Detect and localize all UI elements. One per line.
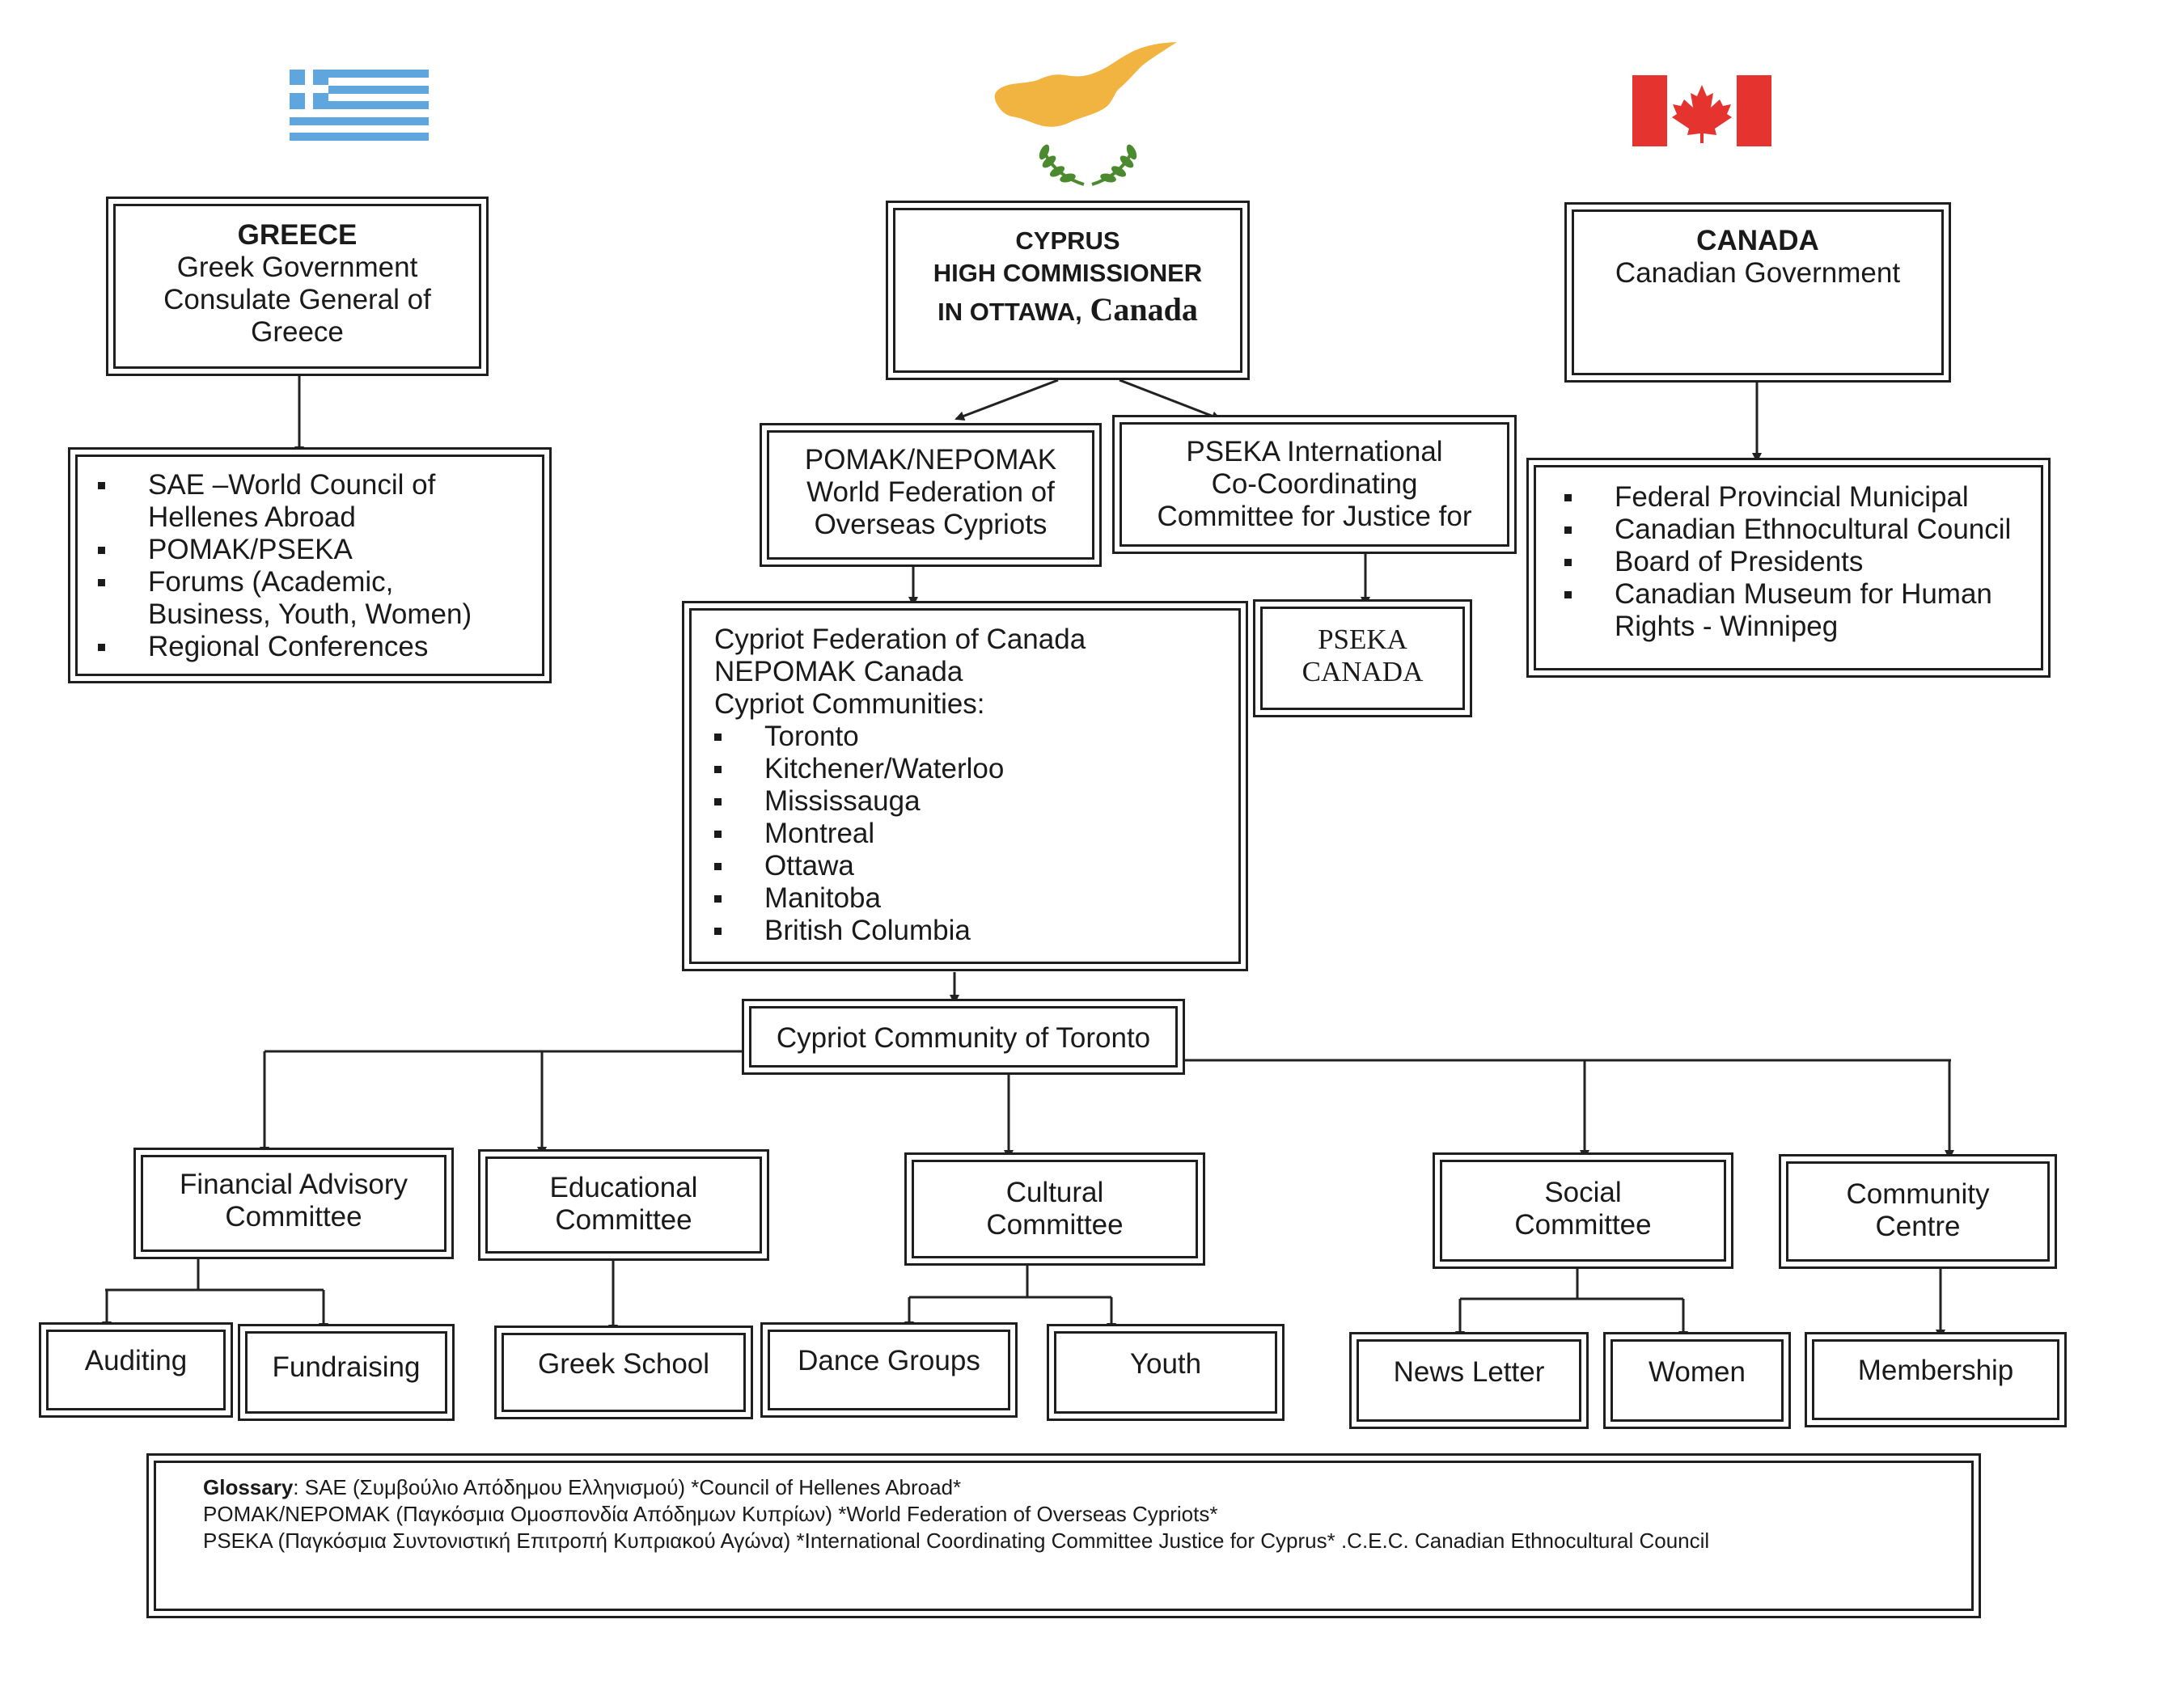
glossary-label: Glossary: [203, 1475, 294, 1499]
financial-committee-box: Financial Advisory Committee: [141, 1155, 447, 1252]
list-item: Federal Provincial Municipal: [1564, 481, 2025, 514]
cultural-committee-box: Cultural Committee: [912, 1160, 1198, 1258]
pomak-box: POMAK/NEPOMAK World Federation of Overse…: [767, 430, 1094, 560]
committee-line: Cultural: [1005, 1177, 1104, 1208]
canada-title: CANADA: [1696, 225, 1819, 256]
dance-groups-box: Dance Groups: [768, 1330, 1010, 1410]
community-item: Mississauga: [714, 785, 1238, 818]
committee-line: Committee: [986, 1209, 1124, 1241]
toronto-label: Cypriot Community of Toronto: [776, 1022, 1151, 1054]
canada-subtitle: Canadian Government: [1615, 257, 1901, 289]
list-item: POMAK/PSEKA: [98, 534, 502, 566]
committee-line: Community: [1846, 1178, 1990, 1210]
community-item: Toronto: [714, 721, 1238, 753]
cyprus-line: IN OTTAWA,: [938, 298, 1082, 326]
community-item: British Columbia: [714, 915, 1238, 947]
list-item: Canadian Museum for Human Rights - Winni…: [1564, 578, 2025, 643]
sub-label: Greek School: [537, 1348, 710, 1380]
pomak-line: POMAK/NEPOMAK: [804, 444, 1057, 476]
cyprus-line: CYPRUS: [1015, 226, 1120, 255]
greece-line: Greek Government: [176, 252, 418, 283]
sub-label: Membership: [1857, 1355, 2014, 1386]
federation-line: NEPOMAK Canada: [714, 656, 963, 687]
glossary-text: : SAE (Συμβούλιο Απόδημου Ελληνισμού) *C…: [293, 1475, 962, 1499]
greece-list-box: SAE –World Council of Hellenes Abroad PO…: [75, 455, 544, 676]
federation-line: Cypriot Federation of Canada: [714, 624, 1086, 655]
list-item: Board of Presidents: [1564, 546, 2025, 578]
cyprus-line: HIGH COMMISSIONER: [933, 259, 1203, 287]
sub-label: Youth: [1129, 1348, 1202, 1380]
community-item: Kitchener/Waterloo: [714, 753, 1238, 785]
glossary-line: POMAK/NEPOMAK (Παγκόσμια Ομοσπονδία Απόδ…: [203, 1502, 1218, 1526]
pseka-canada-line: PSEKA: [1318, 624, 1407, 655]
list-item: Canadian Ethnocultural Council: [1564, 514, 2025, 546]
membership-box: Membership: [1812, 1339, 2059, 1420]
federation-box: Cypriot Federation of Canada NEPOMAK Can…: [689, 608, 1241, 964]
sub-label: Women: [1649, 1356, 1746, 1388]
committee-line: Financial Advisory: [179, 1169, 408, 1200]
community-centre-box: Community Centre: [1786, 1161, 2050, 1262]
greece-flag: [290, 70, 429, 141]
cyprus-box: CYPRUS HIGH COMMISSIONER IN OTTAWA, Cana…: [893, 208, 1242, 373]
fundraising-box: Fundraising: [245, 1331, 447, 1414]
sub-label: Auditing: [84, 1345, 188, 1376]
educational-committee-box: Educational Committee: [485, 1156, 762, 1254]
pseka-intl-box: PSEKA International Co-Coordinating Comm…: [1120, 422, 1509, 547]
glossary-line: Glossary: SAE (Συμβούλιο Απόδημου Ελληνι…: [203, 1474, 1971, 1501]
canada-flag: [1632, 75, 1771, 146]
pomak-line: Overseas Cypriots: [814, 509, 1048, 540]
social-committee-box: Social Committee: [1440, 1160, 1726, 1262]
cyprus-line: Canada: [1090, 291, 1198, 328]
committee-line: Committee: [555, 1204, 692, 1236]
pseka-intl-line: PSEKA International: [1186, 436, 1443, 467]
youth-box: Youth: [1054, 1331, 1277, 1414]
pseka-canada-box: PSEKA CANADA: [1260, 607, 1465, 710]
pomak-line: World Federation of: [806, 476, 1055, 508]
sub-label: Dance Groups: [798, 1345, 980, 1376]
community-item: Manitoba: [714, 882, 1238, 915]
committee-line: Social: [1544, 1177, 1622, 1208]
cyprus-flag: [994, 42, 1177, 186]
committee-line: Committee: [225, 1201, 362, 1233]
canada-box: CANADA Canadian Government: [1572, 209, 1944, 375]
toronto-box: Cypriot Community of Toronto: [749, 1006, 1178, 1068]
community-item: Montreal: [714, 818, 1238, 850]
community-item: Ottawa: [714, 850, 1238, 882]
women-box: Women: [1610, 1339, 1784, 1422]
pseka-intl-line: Co-Coordinating: [1211, 468, 1418, 500]
newsletter-box: News Letter: [1357, 1339, 1581, 1422]
committee-line: Committee: [1514, 1209, 1652, 1241]
greece-line: Greece: [251, 316, 344, 348]
pseka-canada-line: CANADA: [1302, 656, 1424, 687]
list-item: Regional Conferences: [98, 631, 502, 663]
sub-label: News Letter: [1393, 1356, 1545, 1388]
glossary-line: PSEKA (Παγκόσμια Συντονιστική Επιτροπή Κ…: [203, 1529, 1710, 1553]
greece-line: Consulate General of: [163, 284, 431, 315]
canada-list-box: Federal Provincial Municipal Canadian Et…: [1534, 465, 2043, 670]
committee-line: Centre: [1875, 1211, 1961, 1242]
greece-title: GREECE: [237, 219, 358, 251]
auditing-box: Auditing: [46, 1330, 226, 1410]
glossary-box: Glossary: SAE (Συμβούλιο Απόδημου Ελληνι…: [154, 1461, 1974, 1611]
sub-label: Fundraising: [272, 1351, 421, 1383]
federation-line: Cypriot Communities:: [714, 688, 985, 720]
pseka-intl-line: Committee for Justice for: [1157, 501, 1472, 532]
list-item: SAE –World Council of Hellenes Abroad: [98, 469, 502, 534]
committee-line: Educational: [549, 1172, 698, 1203]
greek-school-box: Greek School: [502, 1333, 746, 1412]
greece-box: GREECE Greek Government Consulate Genera…: [113, 204, 481, 369]
list-item: Forums (Academic, Business, Youth, Women…: [98, 566, 502, 631]
